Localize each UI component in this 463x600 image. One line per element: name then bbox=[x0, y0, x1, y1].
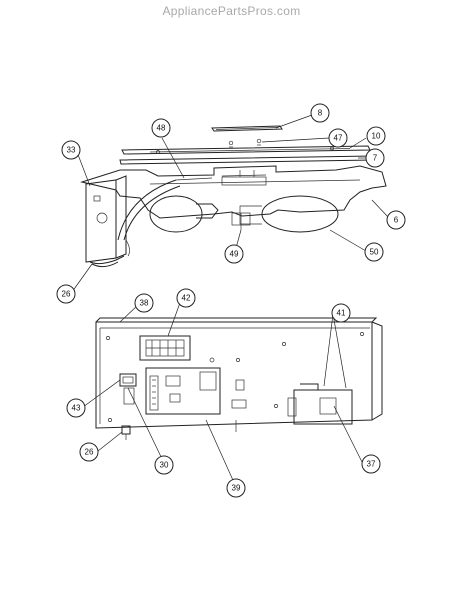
part-30-control-board bbox=[145, 357, 221, 415]
callout-37: 37 bbox=[361, 454, 381, 474]
part-10-rail bbox=[121, 145, 371, 155]
callout-label: 48 bbox=[157, 124, 166, 133]
callout-30: 30 bbox=[154, 455, 174, 475]
leader-lines bbox=[71, 114, 390, 488]
callout-label: 8 bbox=[318, 109, 323, 118]
part-39-panel bbox=[95, 317, 383, 429]
part-49-bracket bbox=[231, 212, 251, 230]
callout-10: 10 bbox=[366, 126, 386, 146]
callout-label: 33 bbox=[67, 146, 76, 155]
callout-38: 38 bbox=[134, 293, 154, 313]
callout-47: 47 bbox=[328, 128, 348, 148]
callout-label: 37 bbox=[367, 460, 376, 469]
part-26-wire-harness bbox=[89, 239, 130, 268]
callout-label: 39 bbox=[232, 484, 241, 493]
callout-50: 50 bbox=[364, 242, 384, 262]
callout-label: 50 bbox=[370, 248, 379, 257]
callout-7: 7 bbox=[365, 148, 385, 168]
callout-8: 8 bbox=[310, 103, 330, 123]
part-50-fan-motor bbox=[149, 195, 339, 233]
callout-label: 7 bbox=[373, 154, 378, 163]
callout-42: 42 bbox=[176, 288, 196, 308]
callout-26-top: 26 bbox=[56, 284, 76, 304]
callout-41: 41 bbox=[331, 303, 351, 323]
callout-label: 26 bbox=[62, 290, 71, 299]
callout-label: 26 bbox=[85, 448, 94, 457]
callout-43: 43 bbox=[66, 398, 86, 418]
part-6-base-pan bbox=[80, 165, 387, 219]
part-7-rail bbox=[119, 155, 374, 165]
callout-6: 6 bbox=[386, 210, 406, 230]
misc-components bbox=[231, 379, 247, 432]
callout-49: 49 bbox=[224, 244, 244, 264]
callout-26-bottom: 26 bbox=[79, 442, 99, 462]
callout-label: 43 bbox=[72, 404, 81, 413]
part-37-transformer bbox=[287, 383, 353, 425]
watermark: AppliancePartsPros.com bbox=[162, 4, 301, 18]
callout-label: 38 bbox=[140, 299, 149, 308]
callout-48: 48 bbox=[151, 118, 171, 138]
callout-label: 47 bbox=[334, 134, 343, 143]
part-42-relay bbox=[139, 335, 191, 361]
part-33-control-box bbox=[85, 175, 127, 263]
part-8-strip bbox=[211, 125, 283, 132]
callout-label: 10 bbox=[372, 132, 381, 141]
part-47-screws bbox=[228, 138, 262, 148]
callout-label: 6 bbox=[394, 216, 399, 225]
callout-label: 49 bbox=[230, 250, 239, 259]
bottom-assembly bbox=[95, 317, 383, 440]
callout-label: 42 bbox=[182, 294, 191, 303]
callout-33: 33 bbox=[61, 140, 81, 160]
callout-label: 41 bbox=[337, 309, 346, 318]
part-26-grommet bbox=[121, 425, 131, 440]
callout-label: 30 bbox=[160, 461, 169, 470]
callout-39: 39 bbox=[226, 478, 246, 498]
